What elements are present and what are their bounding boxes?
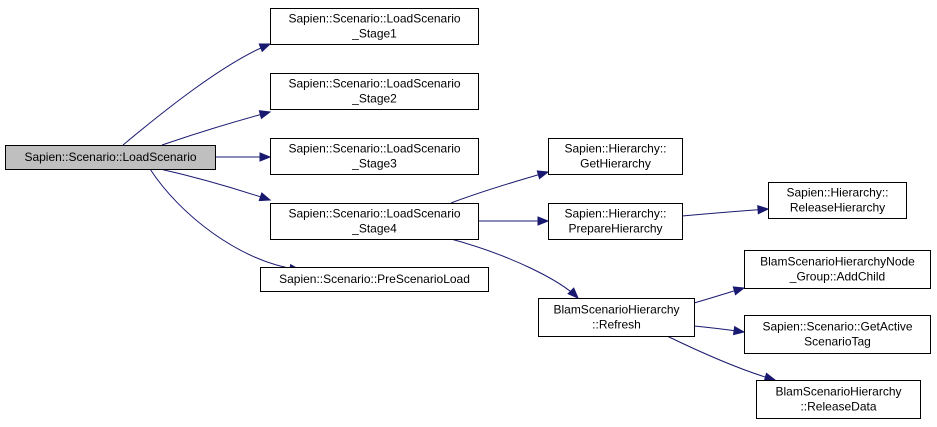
node-releasehierarchy[interactable]: Sapien::Hierarchy::ReleaseHierarchy <box>768 182 907 219</box>
node-label: Sapien::Scenario::LoadScenario <box>288 207 460 221</box>
edge-arrowhead <box>258 110 272 120</box>
node-label: PrepareHierarchy <box>568 222 662 236</box>
node-stage2[interactable]: Sapien::Scenario::LoadScenario_Stage2 <box>270 73 479 110</box>
node-label: _Stage2 <box>351 92 397 106</box>
node-label: ScenarioTag <box>804 335 871 349</box>
node-label: Sapien::Hierarchy:: <box>564 142 666 156</box>
edge-arrowhead <box>567 287 579 299</box>
node-box <box>270 203 479 240</box>
node-label: ::Refresh <box>592 318 641 332</box>
node-label: Sapien::Scenario::LoadScenario <box>288 12 460 26</box>
node-box <box>548 138 683 175</box>
edge-line <box>681 208 769 217</box>
edge-arrowhead <box>537 216 550 226</box>
node-box <box>768 182 907 219</box>
edge-root-to-stage4 <box>159 168 272 202</box>
edge-arrowhead <box>258 192 272 202</box>
node-root[interactable]: Sapien::Scenario::LoadScenario <box>5 145 216 170</box>
node-label: Sapien::Scenario::LoadScenario <box>24 150 196 164</box>
edge-arrowhead <box>732 325 746 336</box>
node-gethierarchy[interactable]: Sapien::Hierarchy::GetHierarchy <box>548 138 683 175</box>
node-box <box>270 73 479 110</box>
node-box <box>270 8 479 45</box>
edge-line <box>666 335 776 381</box>
node-box <box>548 203 683 240</box>
node-box <box>538 298 695 337</box>
edge-arrowhead <box>732 286 746 296</box>
node-label: _Stage3 <box>351 157 397 171</box>
node-stage3[interactable]: Sapien::Scenario::LoadScenario_Stage3 <box>270 138 479 175</box>
node-prescenarioload[interactable]: Sapien::Scenario::PreScenarioLoad <box>260 267 489 292</box>
edge-stage4-to-preparehierarchy <box>478 216 550 226</box>
node-label: GetHierarchy <box>580 157 651 171</box>
node-label: Sapien::Scenario::LoadScenario <box>288 77 460 91</box>
node-stage4[interactable]: Sapien::Scenario::LoadScenario_Stage4 <box>270 203 479 240</box>
node-box <box>744 250 931 289</box>
node-label: _Group::AddChild <box>789 270 885 284</box>
edge-line <box>149 168 301 271</box>
node-label: ReleaseHierarchy <box>790 201 885 215</box>
edge-refresh-to-releasedata <box>666 335 777 382</box>
edge-stage4-to-refresh <box>450 238 579 299</box>
node-label: BlamScenarioHierarchy <box>553 303 679 317</box>
edge-refresh-to-getactivescenariotag <box>693 325 746 336</box>
node-label: BlamScenarioHierarchyNode <box>760 255 915 269</box>
node-stage1[interactable]: Sapien::Scenario::LoadScenario_Stage1 <box>270 8 479 45</box>
node-releasedata[interactable]: BlamScenarioHierarchy::ReleaseData <box>756 380 921 419</box>
node-label: Sapien::Hierarchy:: <box>564 207 666 221</box>
edge-refresh-to-addchild <box>693 286 746 304</box>
edge-line <box>161 111 271 146</box>
node-label: Sapien::Scenario::PreScenarioLoad <box>279 272 470 286</box>
node-box <box>5 145 216 170</box>
edge-preparehierarchy-to-releasehierarchy <box>681 205 770 217</box>
edge-stage4-to-gethierarchy <box>450 170 550 204</box>
node-box <box>744 315 931 354</box>
edge-root-to-stage1 <box>122 43 272 146</box>
edge-line <box>122 43 271 146</box>
node-label: _Stage4 <box>351 222 397 236</box>
node-label: Sapien::Scenario::LoadScenario <box>288 142 460 156</box>
node-label: BlamScenarioHierarchy <box>775 385 901 399</box>
node-box <box>270 138 479 175</box>
node-addchild[interactable]: BlamScenarioHierarchyNode_Group::AddChil… <box>744 250 931 289</box>
edge-arrowhead <box>258 43 272 53</box>
edge-arrowhead <box>757 205 770 215</box>
edge-line <box>159 168 271 201</box>
node-refresh[interactable]: BlamScenarioHierarchy::Refresh <box>538 298 695 337</box>
node-label: _Stage1 <box>351 27 397 41</box>
edge-arrowhead <box>763 372 777 382</box>
node-label: ::ReleaseData <box>800 400 876 414</box>
edge-root-to-stage2 <box>161 110 272 146</box>
node-preparehierarchy[interactable]: Sapien::Hierarchy::PrepareHierarchy <box>548 203 683 240</box>
node-box <box>260 267 489 292</box>
edge-line <box>450 171 549 204</box>
edge-root-to-stage3 <box>215 152 272 162</box>
node-label: Sapien::Scenario::GetActive <box>762 320 912 334</box>
node-label: Sapien::Hierarchy:: <box>786 186 888 200</box>
edge-arrowhead <box>536 170 550 180</box>
node-box <box>756 380 921 419</box>
edge-arrowhead <box>259 152 272 162</box>
